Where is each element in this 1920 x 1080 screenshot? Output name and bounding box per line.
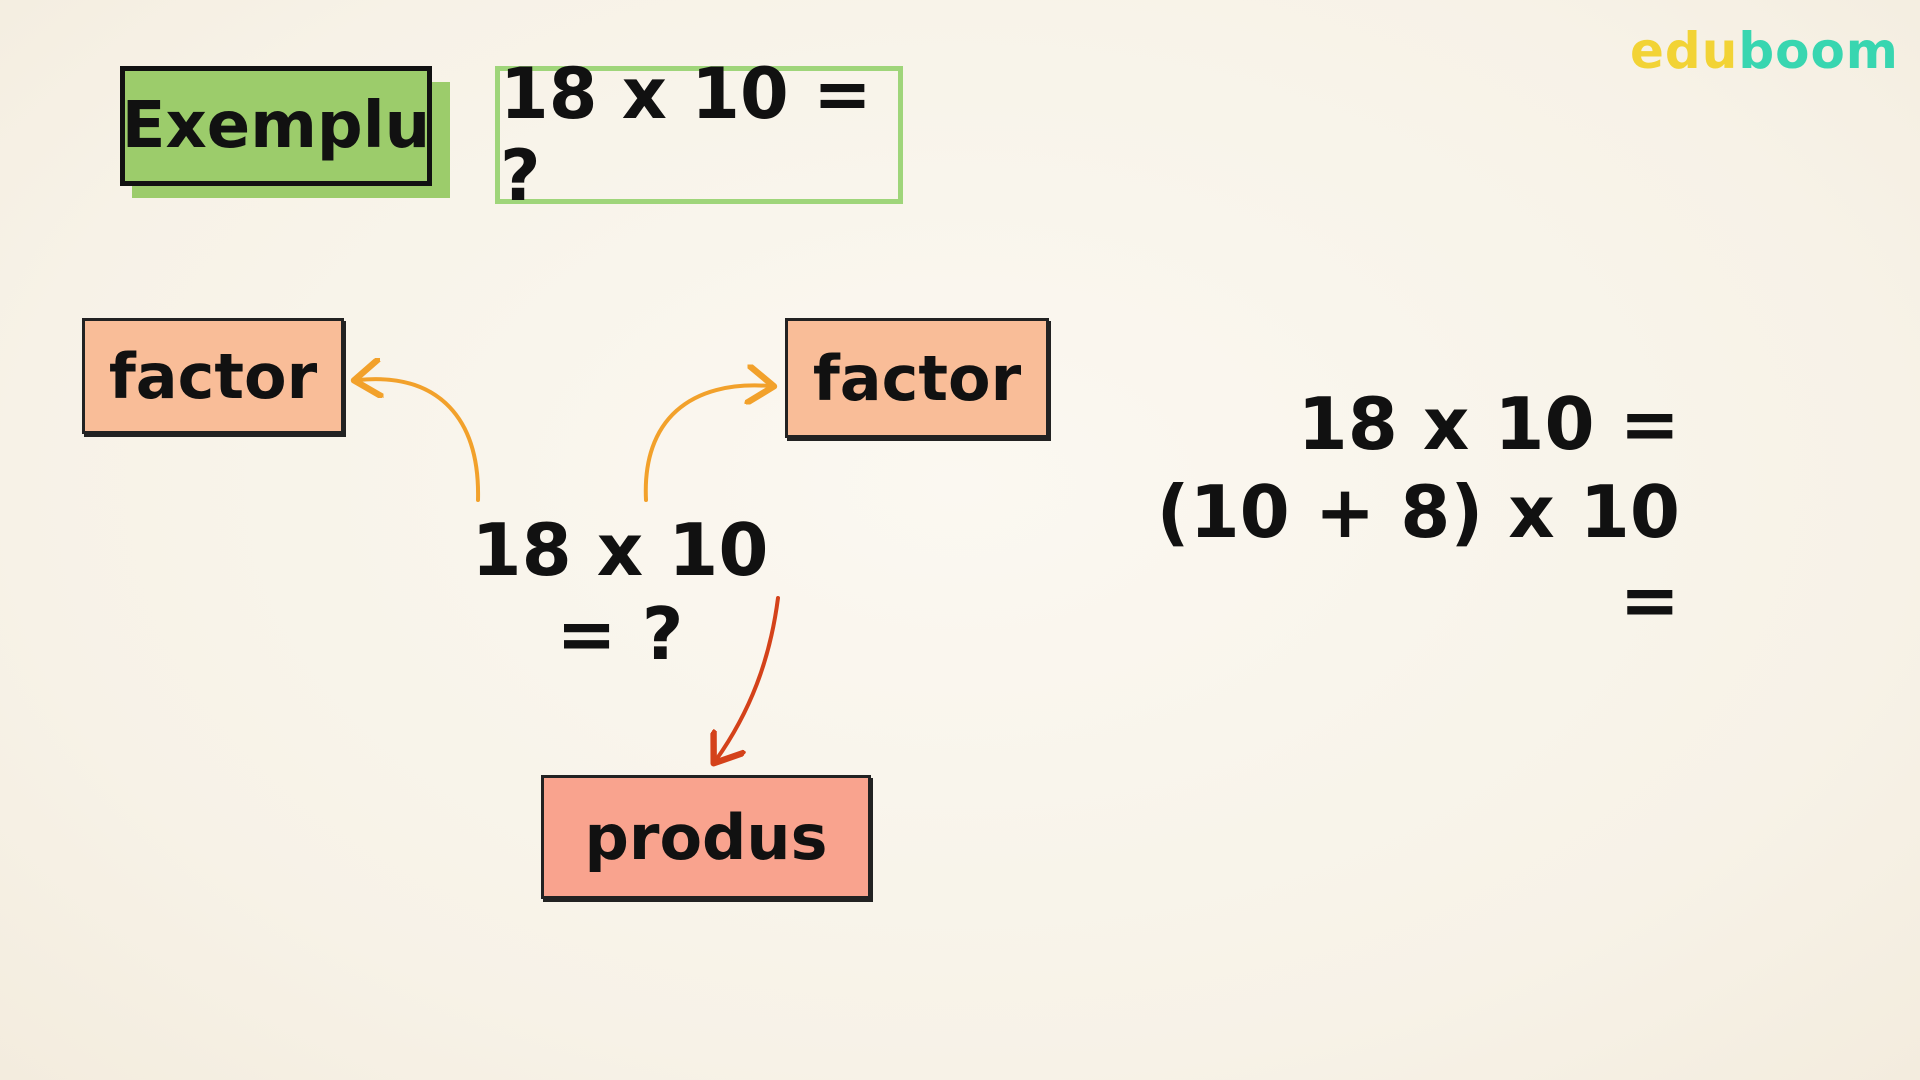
- expansion-line-1: 18 x 10 =: [1297, 382, 1680, 466]
- curved-arrow-icon-right: [643, 385, 770, 502]
- logo-part-edu: edu: [1630, 22, 1739, 80]
- example-equation-box: 18 x 10 = ?: [495, 53, 903, 217]
- expansion-block: 18 x 10 = (10 + 8) x 10 =: [1080, 380, 1680, 644]
- example-label: Exemplu: [120, 66, 432, 186]
- logo-part-boom: boom: [1738, 22, 1899, 80]
- product-label: produs: [541, 775, 871, 899]
- factor-right-label: factor: [785, 318, 1049, 438]
- curved-arrow-icon-left: [358, 379, 481, 502]
- eduboom-logo: eduboom: [1630, 22, 1899, 80]
- central-equation: 18 x 10 = ?: [471, 508, 769, 676]
- curved-arrow-icon-down: [716, 596, 780, 760]
- expansion-line-2: (10 + 8) x 10 =: [1156, 470, 1680, 642]
- factor-left-label: factor: [82, 318, 344, 434]
